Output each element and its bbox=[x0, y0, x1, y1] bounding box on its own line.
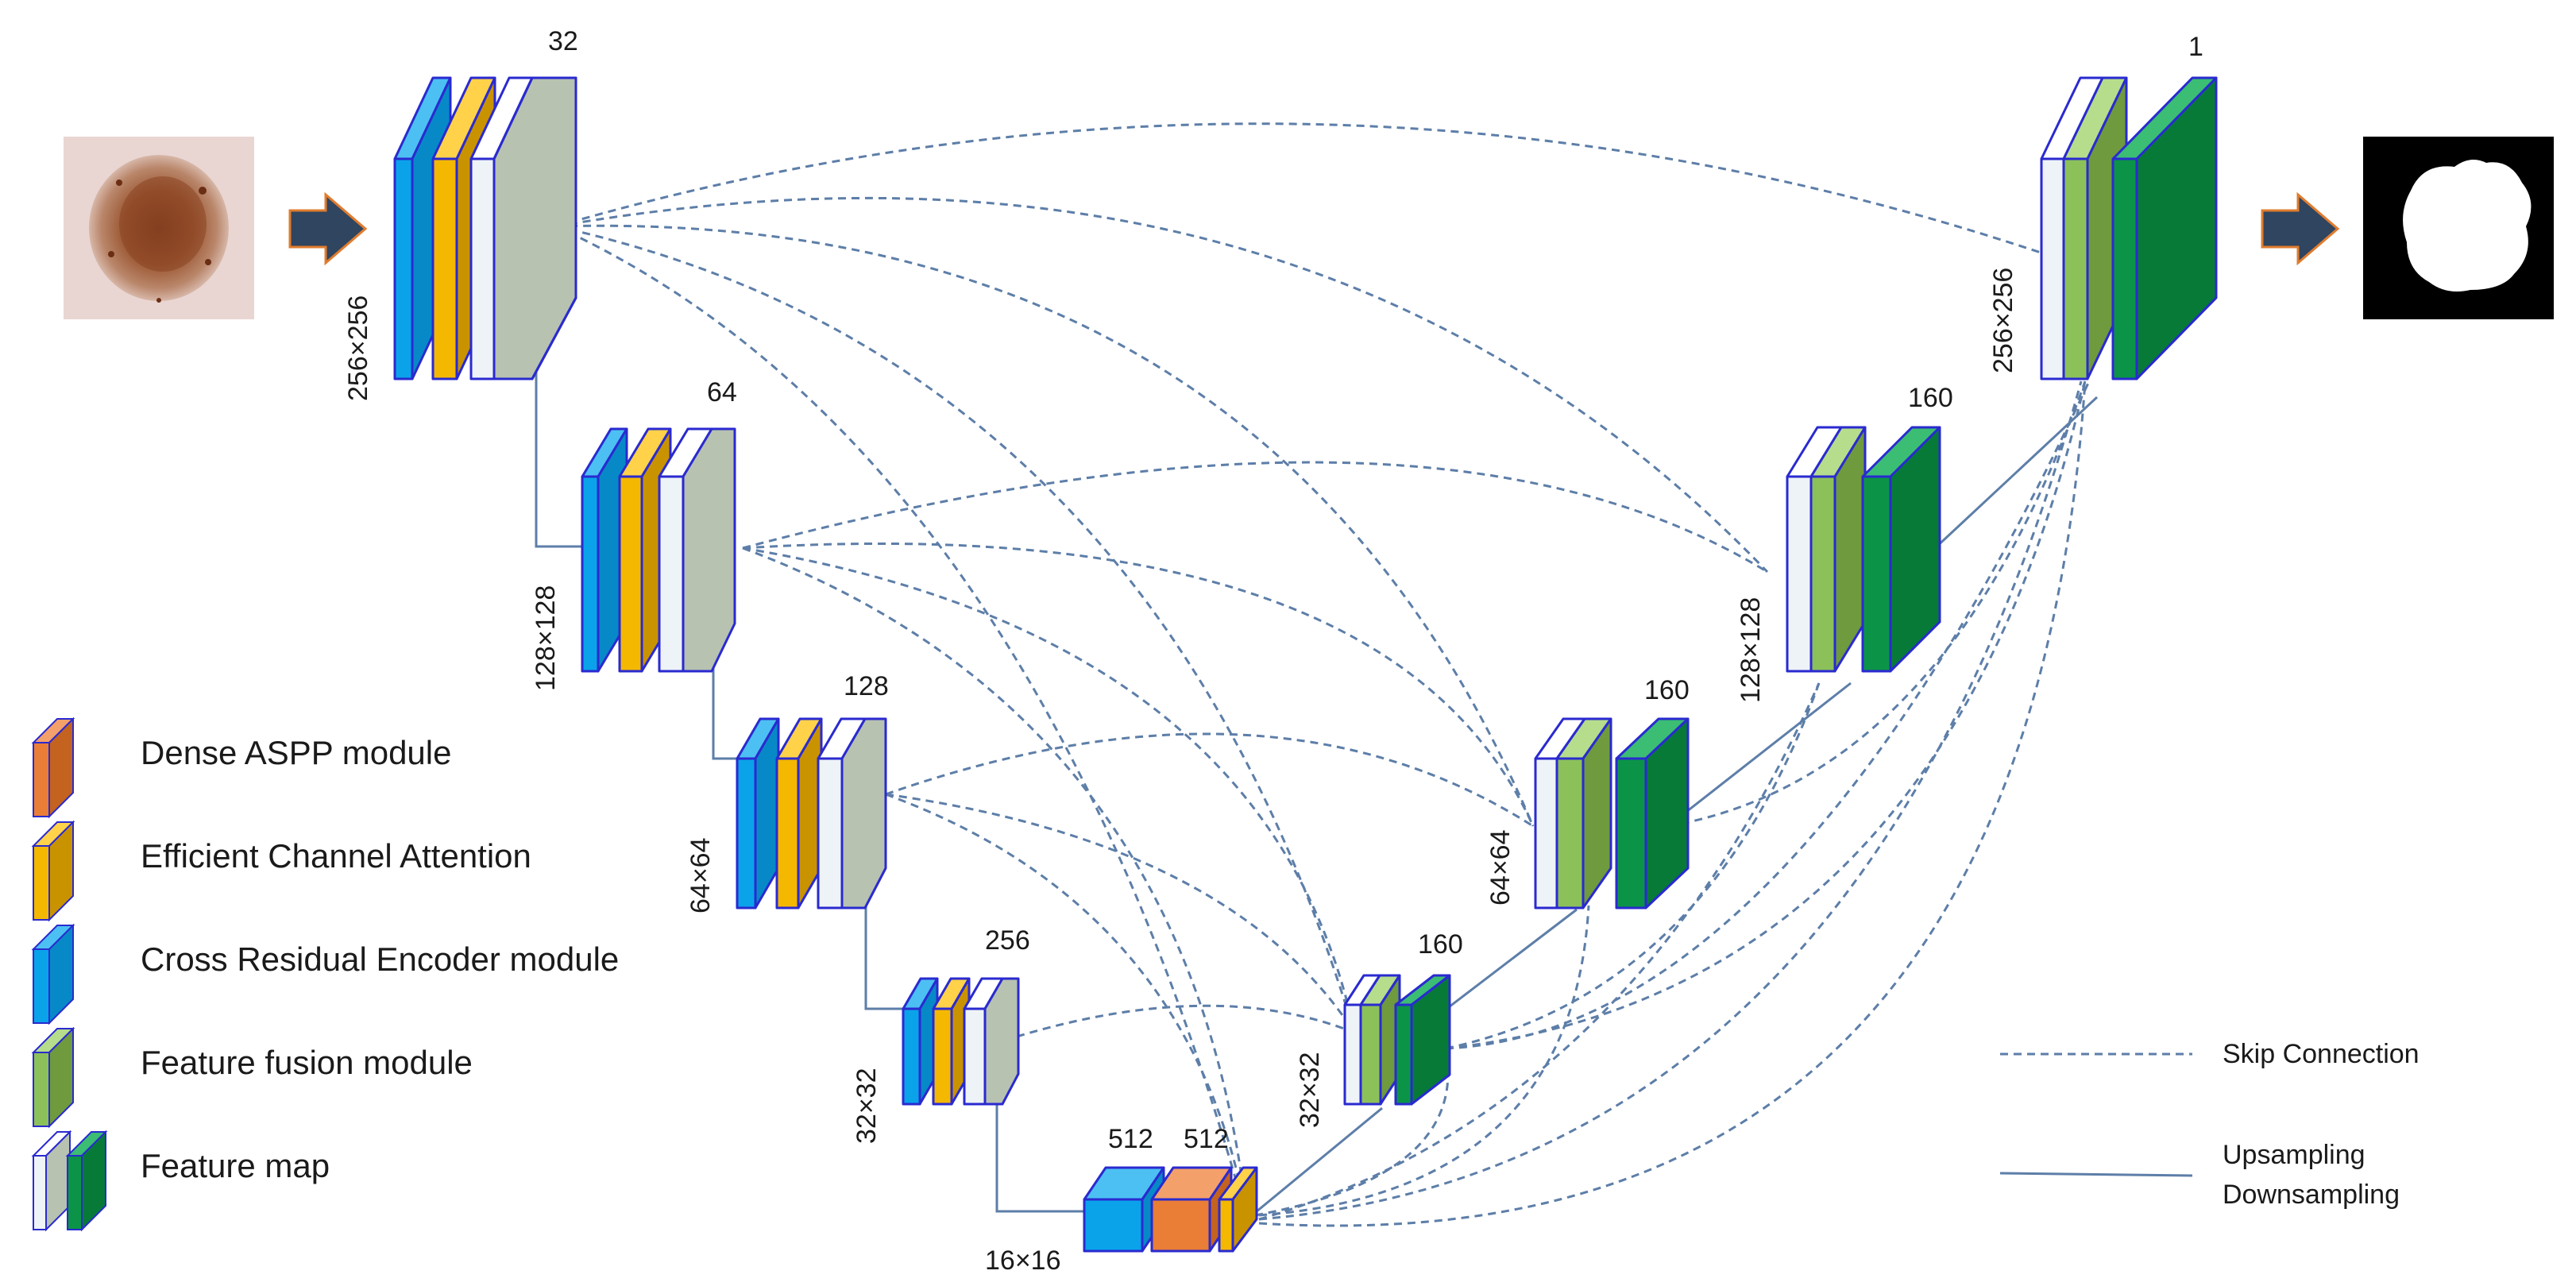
decoder-stage-1: 1 256×256 bbox=[1988, 32, 2218, 380]
channel-label: 1 bbox=[2188, 32, 2203, 62]
resolution-label: 16×16 bbox=[985, 1245, 1061, 1276]
output-mask bbox=[2363, 137, 2554, 319]
channel-label: 256 bbox=[985, 925, 1030, 956]
channel-label: 32 bbox=[548, 26, 578, 56]
legend-item-fmap: Feature map bbox=[31, 1130, 330, 1232]
encoder-downsampling-path bbox=[535, 365, 1090, 1213]
legend-label-upsampling: Upsampling bbox=[2223, 1140, 2366, 1170]
channel-label: 160 bbox=[1908, 383, 1953, 413]
feature-map-block bbox=[2040, 76, 2104, 380]
channel-label: 64 bbox=[707, 377, 737, 407]
cre-block bbox=[736, 717, 780, 909]
aspp-legend-icon bbox=[31, 716, 75, 819]
line-legend: Skip Connection Upsampling Downsampling bbox=[1999, 1039, 2420, 1210]
resolution-label: 256×256 bbox=[1988, 268, 2018, 373]
feature-map-block bbox=[817, 717, 887, 909]
resolution-label: 256×256 bbox=[343, 295, 373, 401]
cre-legend-icon bbox=[31, 923, 75, 1025]
channel-label-aspp: 512 bbox=[1184, 1124, 1229, 1154]
input-image bbox=[64, 137, 254, 319]
encoder-stage-4: 256 32×32 bbox=[852, 925, 1030, 1144]
ffm-legend-icon bbox=[31, 1026, 75, 1129]
output-feature-block bbox=[1615, 717, 1690, 909]
resolution-label: 128×128 bbox=[531, 585, 561, 691]
legend-label: Feature map bbox=[141, 1147, 330, 1184]
eca-block bbox=[932, 977, 971, 1106]
resolution-label: 64×64 bbox=[1485, 830, 1516, 906]
legend-item-ffm: Feature fusion module bbox=[31, 1026, 473, 1129]
encoder-stage-3: 128 64×64 bbox=[686, 671, 889, 913]
encoder-stage-1: 32 256×256 bbox=[343, 26, 578, 401]
legend-item-eca: Efficient Channel Attention bbox=[31, 820, 531, 922]
decoder-stage-4: 160 32×32 bbox=[1295, 929, 1463, 1128]
legend-item-aspp: Dense ASPP module bbox=[31, 716, 451, 819]
encoder-stage-2: 64 128×128 bbox=[531, 377, 737, 691]
legend-item-updown: Upsampling Downsampling bbox=[1999, 1140, 2400, 1210]
legend-label-downsampling: Downsampling bbox=[2223, 1180, 2400, 1210]
channel-label-cre: 512 bbox=[1108, 1124, 1153, 1154]
resolution-label: 128×128 bbox=[1736, 597, 1766, 703]
eca-block bbox=[775, 717, 823, 909]
legend-label: Skip Connection bbox=[2223, 1039, 2420, 1069]
input-arrow-icon bbox=[288, 191, 368, 266]
legend-item-cre: Cross Residual Encoder module bbox=[31, 923, 619, 1025]
output-feature-block bbox=[1861, 426, 1941, 673]
output-arrow-icon bbox=[2261, 191, 2340, 266]
output-feature-block bbox=[2111, 76, 2218, 380]
feature-map-block bbox=[469, 76, 577, 380]
bottleneck-stage: 512 512 16×16 bbox=[985, 1124, 1258, 1276]
skip-connections bbox=[555, 122, 2091, 1227]
resolution-label: 64×64 bbox=[686, 838, 716, 914]
ffm-block bbox=[1555, 717, 1612, 909]
feature-map-legend-icon bbox=[31, 1130, 108, 1232]
eca-block bbox=[1218, 1166, 1258, 1253]
channel-label: 160 bbox=[1644, 675, 1690, 705]
module-legend: Dense ASPP module Efficient Channel Atte… bbox=[31, 716, 619, 1232]
channel-label: 160 bbox=[1418, 929, 1463, 960]
legend-label: Dense ASPP module bbox=[141, 734, 451, 771]
output-feature-block bbox=[1394, 974, 1451, 1106]
legend-label: Cross Residual Encoder module bbox=[141, 940, 619, 978]
feature-map-block bbox=[963, 977, 1020, 1106]
connections-layer bbox=[535, 122, 2099, 1227]
cre-block bbox=[1083, 1166, 1165, 1253]
resolution-label: 32×32 bbox=[852, 1068, 882, 1145]
legend-label: Feature fusion module bbox=[141, 1044, 473, 1081]
legend-item-skip: Skip Connection bbox=[2000, 1039, 2420, 1069]
legend-label: Efficient Channel Attention bbox=[141, 837, 531, 875]
ffm-block bbox=[1809, 426, 1867, 673]
ffm-block bbox=[2062, 76, 2128, 380]
aspp-block bbox=[1150, 1166, 1233, 1253]
ffm-block bbox=[1359, 974, 1401, 1106]
decoder-stage-2: 160 128×128 bbox=[1736, 383, 1953, 703]
cre-block bbox=[902, 977, 939, 1106]
resolution-label: 32×32 bbox=[1295, 1052, 1325, 1129]
feature-map-block bbox=[658, 427, 736, 673]
channel-label: 128 bbox=[844, 671, 889, 701]
decoder-stage-3: 160 64×64 bbox=[1485, 675, 1690, 909]
eca-legend-icon bbox=[31, 820, 75, 922]
